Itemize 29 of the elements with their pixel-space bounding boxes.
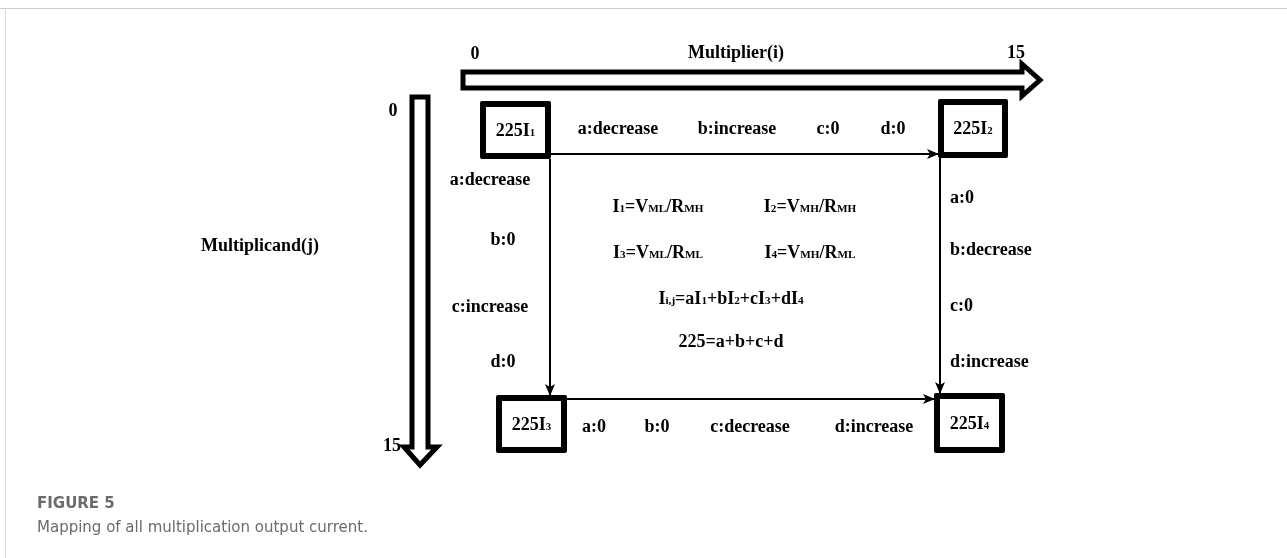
diagram-label: c:0	[816, 117, 840, 139]
arrow	[545, 158, 555, 396]
diagram-label: d:0	[880, 117, 906, 139]
diagram-label: b:increase	[697, 117, 777, 139]
diagram-label: Multiplier(i)	[688, 41, 784, 63]
arrow	[566, 394, 935, 404]
arrow	[935, 157, 945, 394]
arrow	[550, 149, 939, 159]
diagram-label: d:0	[490, 350, 516, 372]
diagram-label: b:0	[490, 228, 516, 250]
diagram-label: Multiplicand(j)	[201, 234, 319, 256]
diagram-label: 0	[388, 99, 398, 121]
figure-number: FIGURE 5	[37, 494, 115, 512]
diagram-label: a:0	[950, 186, 974, 208]
diagram-label: d:increase	[950, 350, 1029, 372]
diagram-label: c:0	[950, 294, 973, 316]
diagram-label: 15	[383, 434, 401, 456]
diagram-label: 225=a+b+c+d	[678, 330, 784, 352]
diagram-label: a:decrease	[577, 117, 659, 139]
diagram-label: c:decrease	[710, 415, 790, 437]
diagram-label: c:increase	[451, 295, 529, 317]
diagram-label: b:decrease	[950, 238, 1032, 260]
diagram-label: 15	[1007, 41, 1025, 63]
diagram-label: b:0	[644, 415, 670, 437]
diagram-label: d:increase	[834, 415, 914, 437]
diagram-label: a:decrease	[449, 168, 531, 190]
diagram-label: a:0	[582, 415, 606, 437]
figure-caption: Mapping of all multiplication output current.	[37, 518, 368, 536]
diagram-label: 0	[470, 42, 480, 64]
